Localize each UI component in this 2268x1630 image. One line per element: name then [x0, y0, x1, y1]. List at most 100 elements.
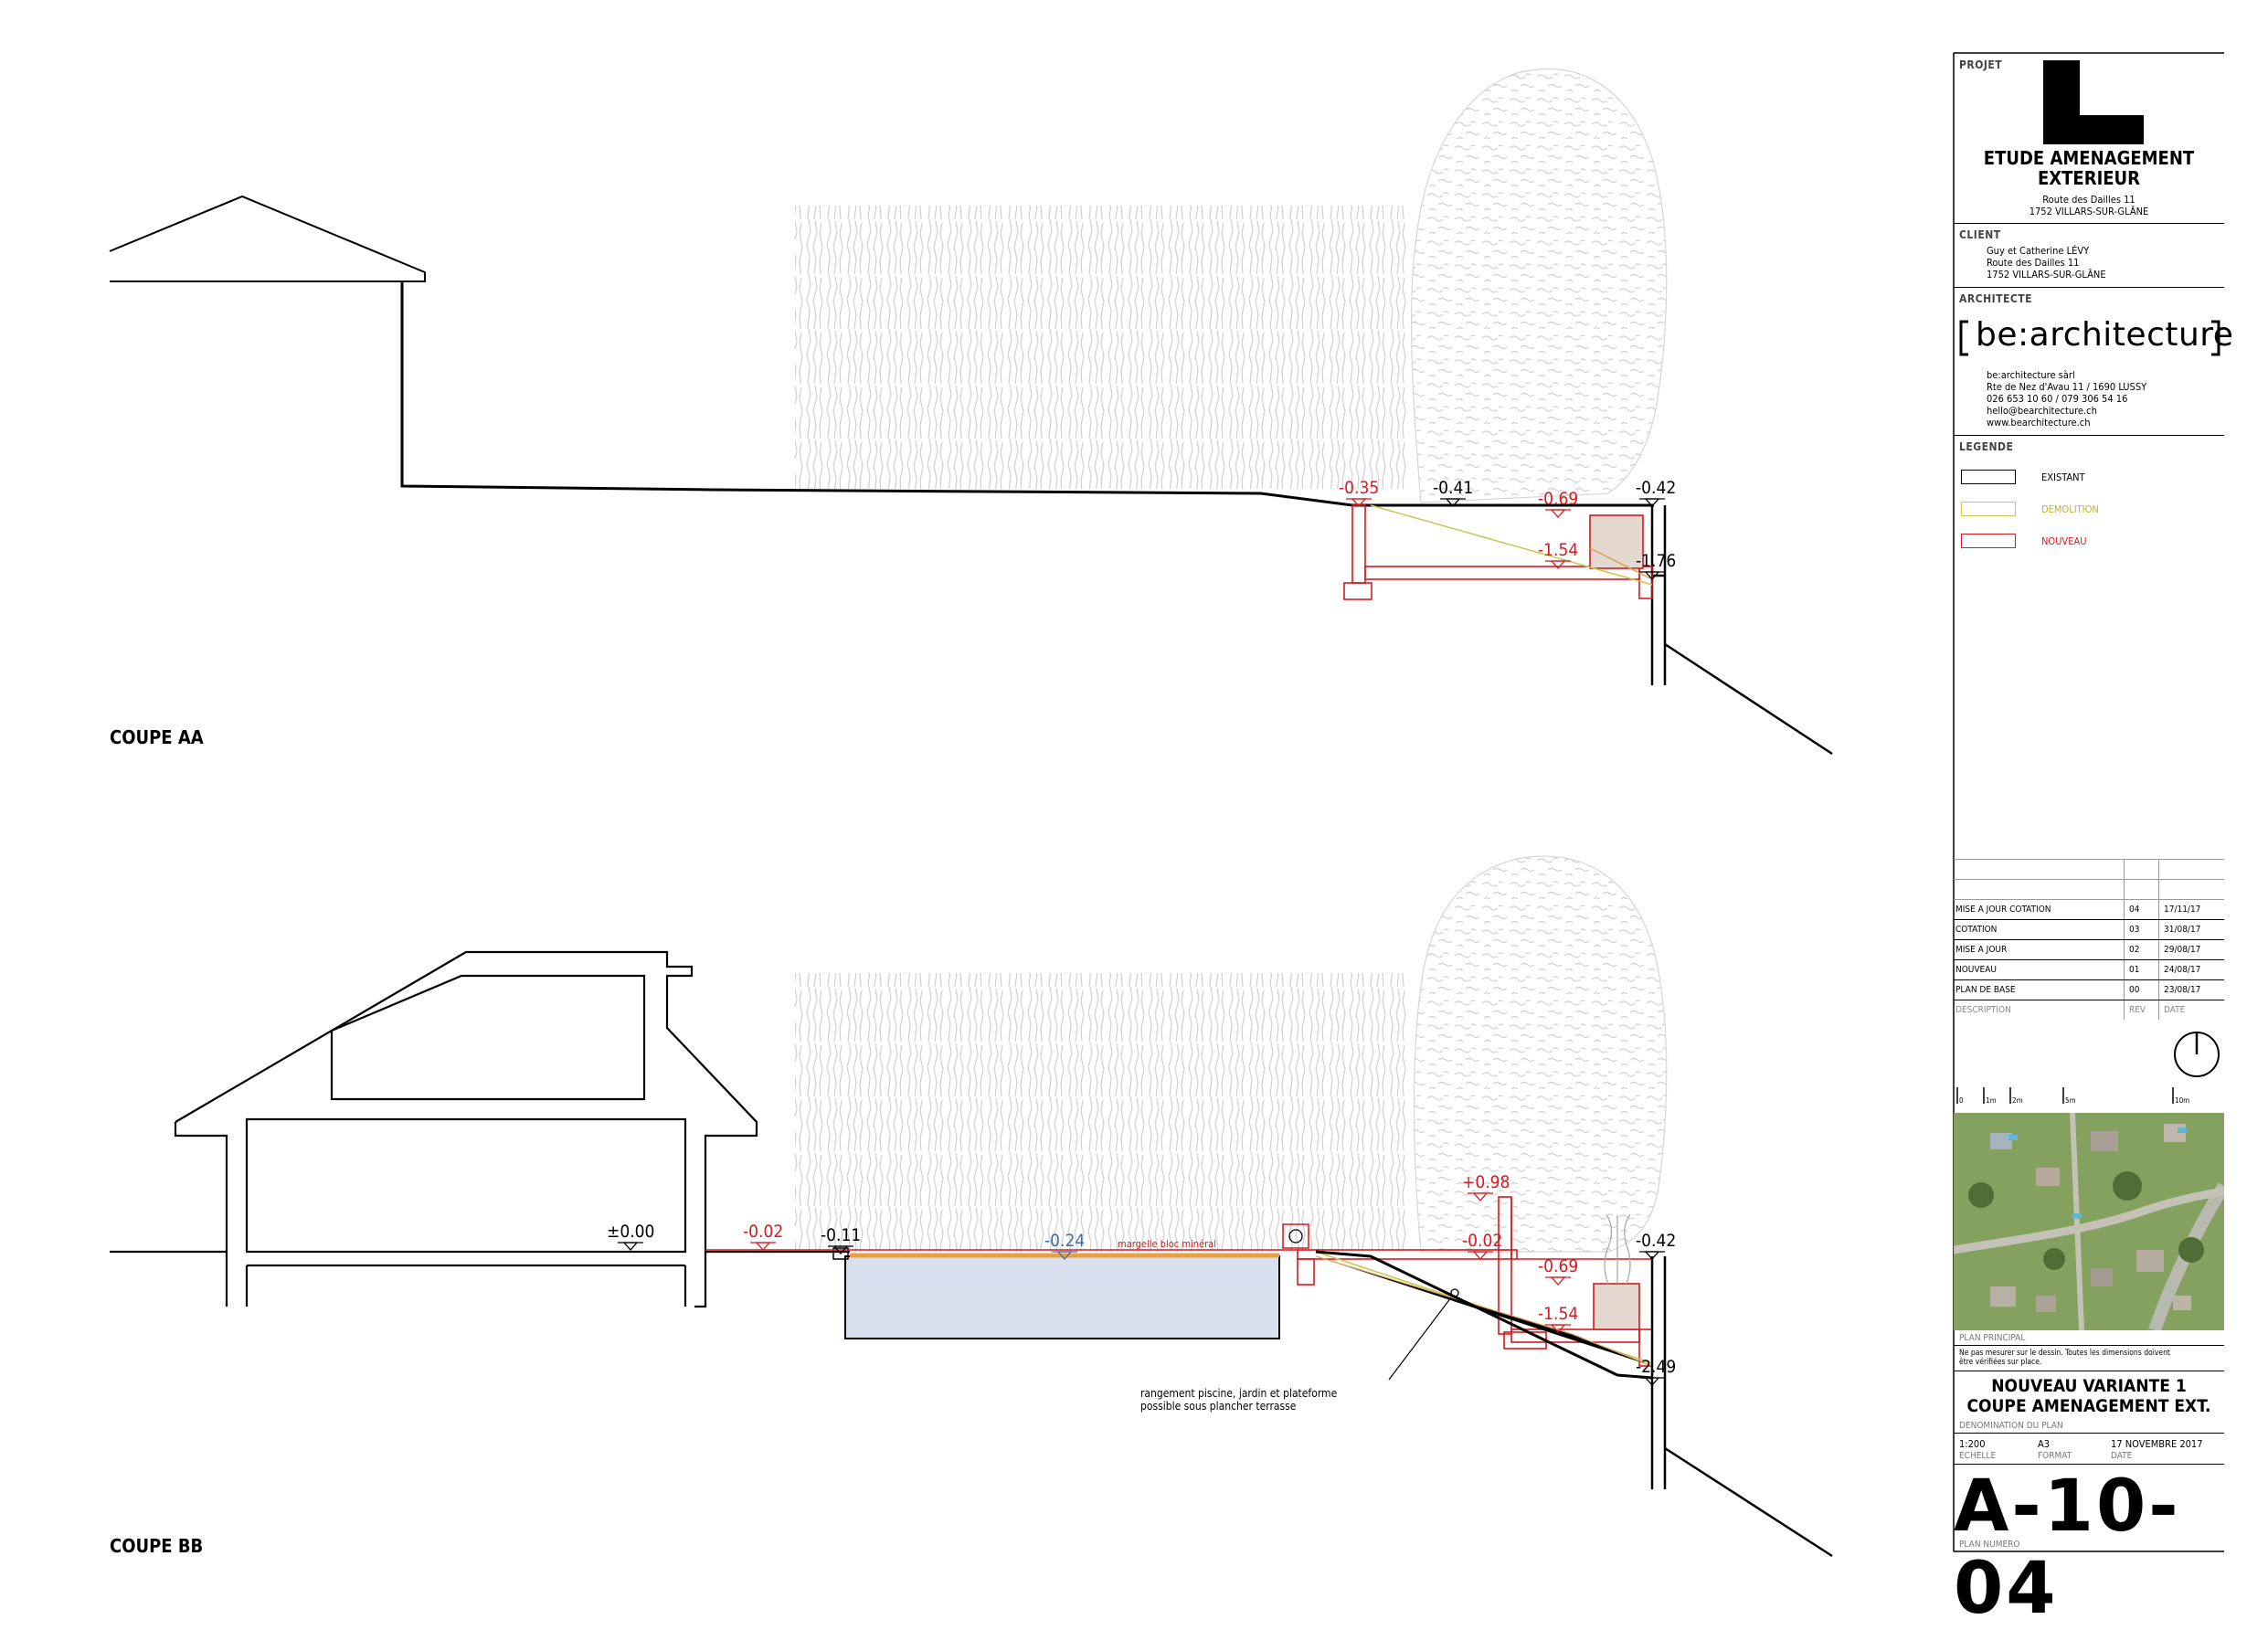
- level-label: -1.54: [1538, 1304, 1578, 1324]
- level-markers-bb: ±0.00-0.02-0.11-0.24+0.98-0.02-0.42-0.69…: [607, 1172, 1676, 1386]
- level-label: -2.49: [1636, 1357, 1676, 1377]
- house-roof-aa: [109, 195, 426, 282]
- slope-aa: [1664, 642, 1833, 756]
- revision-date: 17/11/17: [2164, 905, 2201, 915]
- revision-row: COTATION 03 31/08/17: [1954, 919, 2224, 940]
- scale-value: 1:200: [1959, 1438, 1986, 1450]
- architecte-label: ARCHITECTE: [1959, 292, 2033, 305]
- plan-number-label: PLAN NUMERO: [1959, 1540, 2020, 1550]
- level-marker: -0.69: [1538, 489, 1578, 518]
- date-label: DATE: [2111, 1451, 2133, 1461]
- revision-number: 00: [2129, 985, 2140, 995]
- level-marker: -1.76: [1636, 551, 1676, 580]
- level-marker: -1.54: [1538, 540, 1578, 569]
- project-title: ETUDE AMENAGEMENT EXTERIEUR: [1983, 147, 2195, 189]
- demolition-line-aa-2: [1589, 547, 1651, 579]
- revision-description: COTATION: [1955, 925, 1998, 935]
- level-label: -0.69: [1538, 1256, 1578, 1276]
- level-label: -1.76: [1636, 551, 1676, 571]
- level-label: ±0.00: [607, 1222, 654, 1242]
- revision-date: 23/08/17: [2164, 985, 2201, 995]
- revision-date: 31/08/17: [2164, 925, 2201, 935]
- pool-equipment: [1282, 1223, 1309, 1249]
- format-value: A3: [2038, 1438, 2051, 1450]
- measurement-note: Ne pas mesurer sur le dessin. Toutes les…: [1959, 1349, 2170, 1367]
- revision-date: 24/08/17: [2164, 965, 2201, 975]
- revision-description: NOUVEAU: [1955, 965, 1997, 975]
- tree-aa: [1410, 69, 1668, 503]
- revision-row: PLAN DE BASE 00 23/08/17: [1954, 979, 2224, 1000]
- revision-header-rev: REV: [2129, 1005, 2146, 1015]
- pool-coping-note: margelle bloc minéral: [1118, 1238, 1216, 1250]
- client-info: Guy et Catherine LÉVY Route des Dailles …: [1987, 245, 2106, 280]
- legend-swatch-existant: [1961, 470, 2016, 484]
- level-marker: -0.02: [1462, 1231, 1502, 1260]
- level-marker: -0.02: [743, 1222, 783, 1251]
- slope-bb: [1664, 1446, 1833, 1558]
- legend-label-nouveau: NOUVEAU: [2041, 535, 2087, 547]
- revision-row: NOUVEAU 01 24/08/17: [1954, 959, 2224, 980]
- scale-label: ECHELLE: [1959, 1451, 1997, 1461]
- level-marker: -0.42: [1636, 478, 1676, 507]
- level-markers-aa: -0.35 -0.41 -0.69 -0.42 -1.54 -1.76: [1339, 478, 1676, 580]
- level-marker: ±0.00: [607, 1222, 654, 1251]
- format-label: FORMAT: [2038, 1451, 2072, 1461]
- tree-bb: [1413, 855, 1668, 1253]
- logo-mark: [2043, 60, 2144, 144]
- storage-leader: [1388, 1297, 1452, 1381]
- scale-bar: 0 1m 2m 5m 10m: [1954, 1085, 2224, 1107]
- level-marker: -1.54: [1538, 1304, 1578, 1333]
- level-label: -0.69: [1538, 489, 1578, 509]
- legende-label: LEGENDE: [1959, 440, 2014, 453]
- date-value: 17 NOVEMBRE 2017: [2111, 1438, 2203, 1450]
- level-marker: +0.98: [1462, 1172, 1510, 1201]
- new-construction-bb: [1297, 1196, 1653, 1367]
- plan-title: NOUVEAU VARIANTE 1 COUPE AMENAGEMENT EXT…: [1966, 1376, 2211, 1416]
- legend-label-demolition: DEMOLITION: [2041, 503, 2099, 515]
- revision-number: 01: [2129, 965, 2140, 975]
- north-arrow-icon: [2174, 1032, 2220, 1077]
- level-label: -0.35: [1339, 478, 1379, 498]
- wall-bb: [1650, 1256, 1667, 1489]
- level-label: -0.41: [1433, 478, 1473, 498]
- level-marker: -0.11: [821, 1225, 861, 1254]
- project-address: Route des Dailles 11 1752 VILLARS-SUR-GL…: [2029, 194, 2149, 217]
- level-label: -0.11: [821, 1225, 861, 1245]
- architect-logo: be:architecture: [1959, 316, 2233, 362]
- level-label: -0.24: [1044, 1231, 1085, 1251]
- revision-description: MISE A JOUR COTATION: [1955, 905, 2051, 915]
- revision-date: 29/08/17: [2164, 945, 2201, 955]
- level-marker: -0.35: [1339, 478, 1379, 507]
- revision-description: MISE A JOUR: [1955, 945, 2008, 955]
- level-marker: -2.49: [1636, 1357, 1676, 1386]
- level-label: -0.42: [1636, 478, 1676, 498]
- hedge-bb: [795, 973, 1407, 1252]
- level-label: -0.02: [1462, 1231, 1502, 1251]
- storage-note: rangement piscine, jardin et plateforme …: [1140, 1387, 1338, 1413]
- coupe-bb: ±0.00-0.02-0.11-0.24+0.98-0.02-0.42-0.69…: [110, 855, 1833, 1558]
- plan-principal-label: PLAN PRINCIPAL: [1959, 1333, 2026, 1343]
- terrain-existing-bb: [1315, 1250, 1653, 1380]
- level-label: -0.02: [743, 1222, 783, 1242]
- aerial-plan-image: [1954, 1113, 2224, 1330]
- revision-description: PLAN DE BASE: [1955, 985, 2016, 995]
- level-marker: -0.41: [1433, 478, 1473, 507]
- house-bb: [110, 950, 850, 1308]
- section-title-aa: COUPE AA: [110, 726, 204, 748]
- legend-swatch-nouveau: [1961, 534, 2016, 548]
- revision-header-description: DESCRIPTION: [1955, 1005, 2011, 1015]
- level-label: +0.98: [1462, 1172, 1510, 1192]
- projet-label: PROJET: [1959, 58, 2003, 71]
- revision-number: 03: [2129, 925, 2140, 935]
- legend-swatch-demolition: [1961, 502, 2016, 516]
- level-marker: -0.24: [1044, 1231, 1085, 1260]
- level-label: -1.54: [1538, 540, 1578, 560]
- level-marker: -0.69: [1538, 1256, 1578, 1286]
- client-label: CLIENT: [1959, 228, 2001, 241]
- new-construction-aa: [1343, 504, 1653, 600]
- wall-aa: [1650, 505, 1667, 685]
